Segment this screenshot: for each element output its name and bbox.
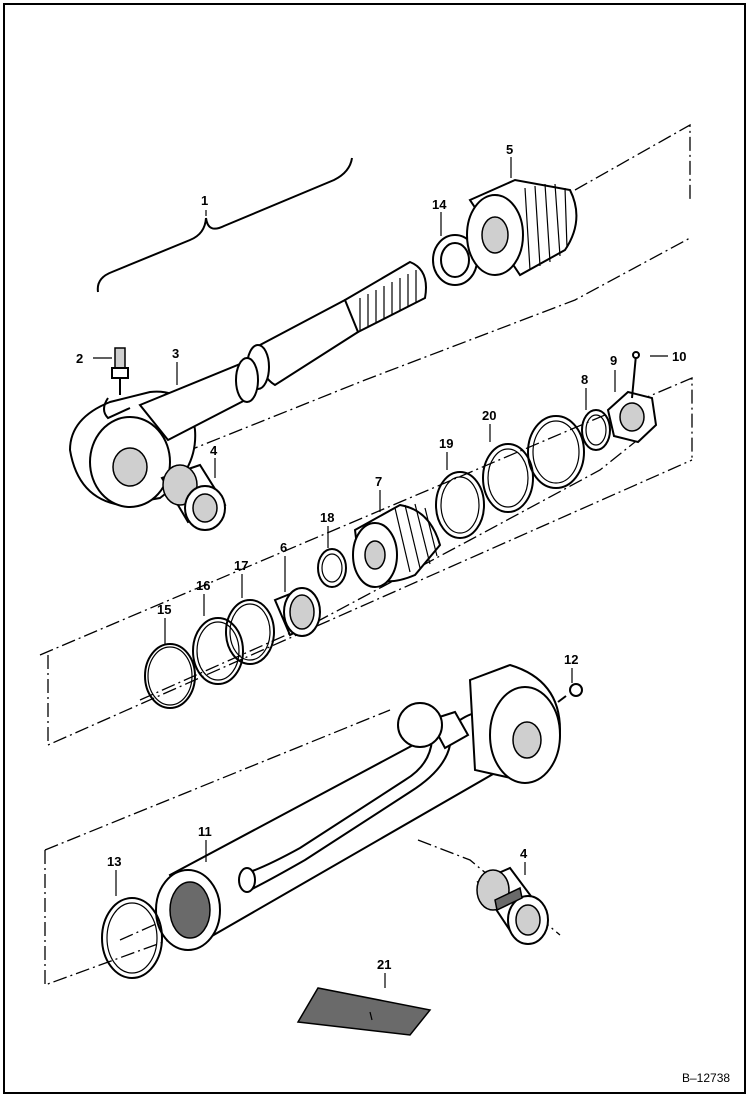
callout-9: 9 (610, 353, 617, 368)
piston-7 (352, 503, 442, 588)
ring-20-outer (527, 415, 585, 489)
drawing-reference-number: B–12738 (682, 1071, 730, 1085)
seal-13 (101, 897, 163, 979)
grease-fitting-12 (557, 683, 583, 703)
pin-10 (631, 351, 640, 399)
callout-7: 7 (375, 474, 382, 489)
ring-19 (435, 471, 485, 539)
callout-10: 10 (672, 349, 686, 364)
ring-16 (192, 617, 244, 685)
kit-boundary-top (39, 377, 693, 656)
piston-seal-kit (39, 351, 693, 746)
callout-18: 18 (320, 510, 334, 525)
barrel-eye (397, 663, 562, 784)
decal-21 (296, 987, 432, 1036)
grease-fitting (111, 347, 129, 395)
diagram-border (3, 3, 746, 1094)
wear-ring-6 (273, 587, 321, 637)
callout-21: 21 (377, 957, 391, 972)
kit-boundary-bottom (47, 459, 693, 746)
callout-14: 14 (432, 197, 447, 212)
callout-20: 20 (482, 408, 496, 423)
callout-leaders (93, 157, 668, 988)
callout-4-lower: 4 (520, 846, 528, 861)
callout-8: 8 (581, 372, 588, 387)
callout-3: 3 (172, 346, 179, 361)
callout-6: 6 (280, 540, 287, 555)
ring-8 (581, 409, 611, 451)
callout-4-upper: 4 (210, 443, 218, 458)
assembly-bracket (96, 157, 353, 293)
ring-15 (144, 643, 196, 709)
upper-boundary-line (574, 123, 691, 200)
rod-centerline (139, 237, 691, 471)
barrel-boundary-top (44, 709, 391, 851)
barrel-assembly (44, 663, 583, 1036)
callout-5: 5 (506, 142, 513, 157)
callout-19: 19 (439, 436, 453, 451)
rod-thread (359, 270, 417, 330)
callout-1: 1 (201, 193, 208, 208)
callout-17: 17 (234, 558, 248, 573)
kit-centerline (139, 429, 651, 701)
ring-17 (225, 599, 275, 665)
ring-18 (317, 548, 347, 588)
callout-12: 12 (564, 652, 578, 667)
callout-11: 11 (198, 824, 212, 839)
callout-13: 13 (107, 854, 121, 869)
bushing-upper (160, 463, 227, 531)
nut-9 (606, 390, 658, 444)
rod-assembly (68, 123, 691, 531)
ring-20 (482, 443, 534, 513)
bushing-lower (476, 866, 549, 945)
callout-labels: 1 2 3 4 5 6 7 8 9 10 11 12 13 14 15 16 1… (76, 142, 686, 972)
cylinder-head (466, 178, 578, 277)
seal-ring-14 (432, 234, 478, 286)
piston-rod (138, 260, 427, 442)
callout-16: 16 (196, 578, 210, 593)
callout-15: 15 (157, 602, 171, 617)
callout-2: 2 (76, 351, 83, 366)
